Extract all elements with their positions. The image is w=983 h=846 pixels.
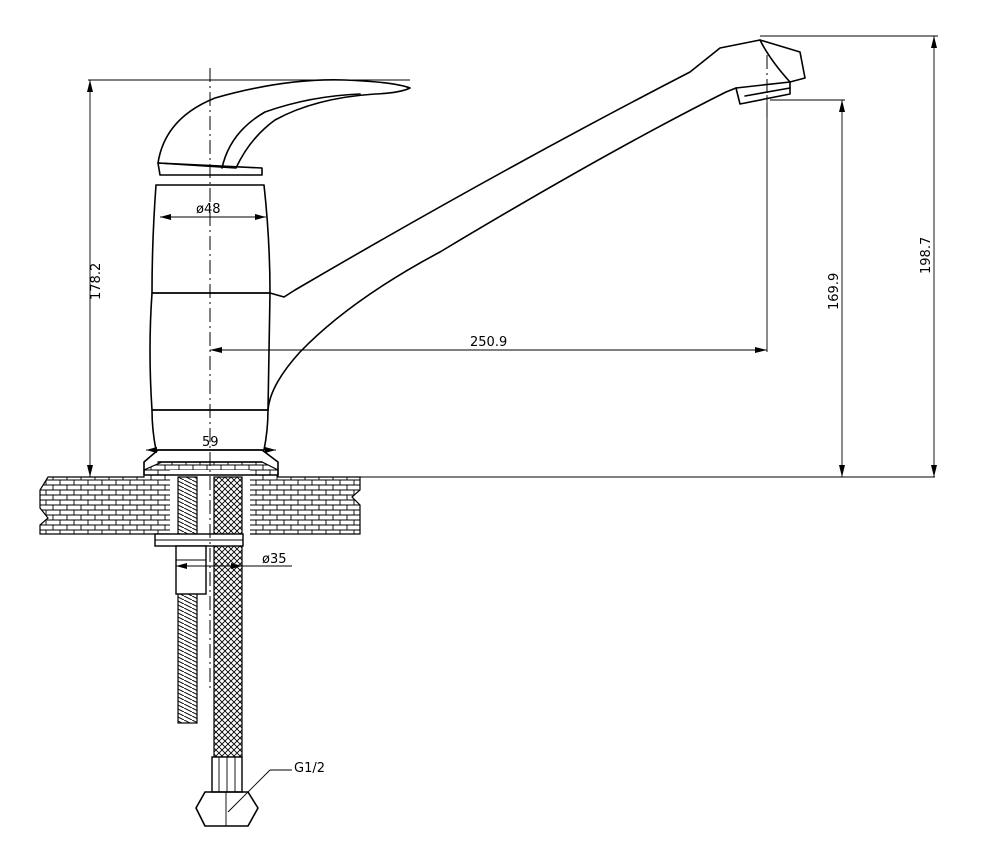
dim-body-diameter-label: ø48 xyxy=(196,202,221,217)
dim-base-width: 59 xyxy=(146,435,276,453)
dim-shank-diameter-label: ø35 xyxy=(262,552,287,567)
dim-spout-clearance-label: 169.9 xyxy=(827,273,842,310)
dim-total-height-label: 198.7 xyxy=(919,237,934,274)
supply-hoses xyxy=(154,476,259,827)
dim-total-height: 198.7 xyxy=(760,35,938,477)
faucet-body xyxy=(143,184,279,476)
faucet-spout xyxy=(267,39,806,411)
countertop xyxy=(39,461,935,540)
dim-base-width-label: 59 xyxy=(202,435,219,450)
dim-spout-reach-label: 250.9 xyxy=(470,335,507,350)
dim-body-diameter: ø48 xyxy=(160,202,266,220)
faucet-lever xyxy=(157,79,411,176)
thread-callout-label: G1/2 xyxy=(294,761,325,776)
dim-spout-clearance: 169.9 xyxy=(770,99,845,477)
dim-shank-diameter: ø35 xyxy=(175,550,292,570)
dim-body-height: 178.2 xyxy=(87,79,410,477)
dim-body-height-label: 178.2 xyxy=(89,263,104,300)
dim-spout-reach: 250.9 xyxy=(210,95,768,353)
thread-callout: G1/2 xyxy=(227,761,325,813)
